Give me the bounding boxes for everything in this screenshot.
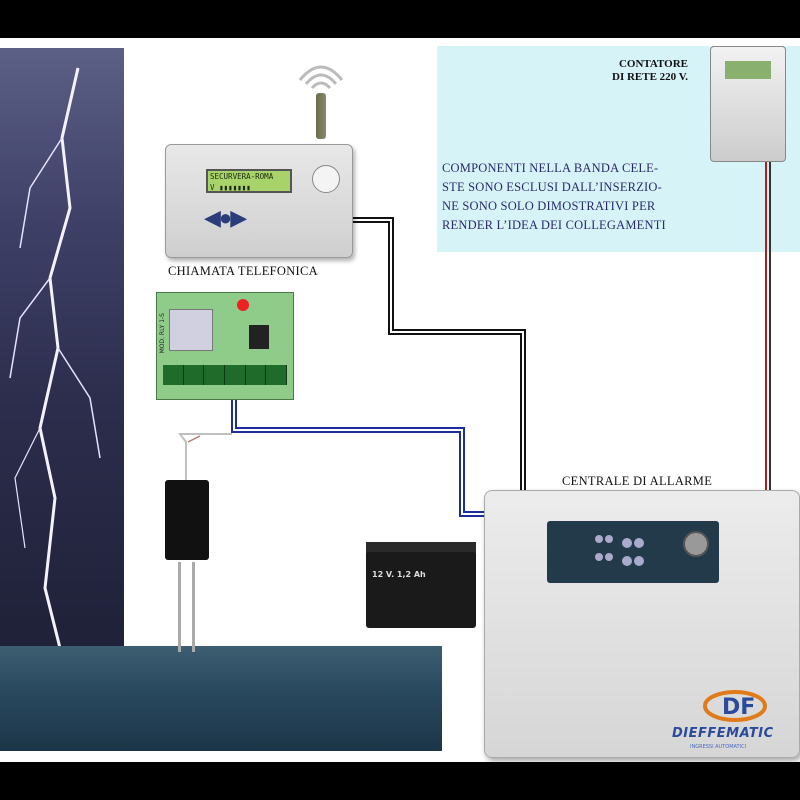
relay-terminals [163, 365, 288, 385]
phone-wire [351, 217, 526, 490]
relay-component-icon [169, 309, 213, 351]
dialer-buttons-icon: ◀●▶ [204, 205, 247, 230]
water-sensor [165, 480, 209, 560]
note-line: COMPONENTI NELLA BANDA CELE- [442, 161, 659, 175]
battery: 12 V. 1,2 Ah [366, 542, 476, 628]
relay-model-label: MOD. RLY 1-S [159, 313, 166, 354]
dialer-display-line2: V ▮▮▮▮▮▮▮ [210, 183, 251, 192]
battery-top [366, 542, 476, 552]
sensor-cable [178, 433, 232, 480]
meter-display [725, 61, 771, 79]
wiring-diagram [178, 65, 771, 517]
dialer-logo-icon [312, 165, 340, 193]
meter-caption: CONTATORE DI RETE 220 V. [612, 58, 688, 84]
panel-caption: CENTRALE DI ALLARME [562, 474, 713, 488]
alarm-control-panel [484, 490, 800, 758]
energy-meter [710, 46, 786, 162]
battery-label: 12 V. 1,2 Ah [372, 570, 426, 579]
meter-caption-line2: DI RETE 220 V. [612, 71, 689, 83]
panel-key-switch-icon [683, 531, 709, 557]
note-line: NE SONO SOLO DIMOSTRATIVI PER [442, 199, 656, 213]
lightning-sky-image [0, 48, 124, 649]
relay-led-icon [237, 299, 249, 311]
dialer-display: SECURVERA-ROMA V ▮▮▮▮▮▮▮ [206, 169, 292, 193]
brand-name: DIEFFEMATIC [672, 726, 774, 741]
note-line: STE SONO ESCLUSI DALL’INSERZIO- [442, 180, 662, 194]
meter-caption-line1: CONTATORE [618, 58, 689, 70]
brand-tagline: INGRESSI AUTOMATICI [690, 744, 747, 750]
diagram-canvas: SECURVERA-ROMA V ▮▮▮▮▮▮▮ ◀●▶ CHIAMATA TE… [0, 38, 800, 762]
brand-logo-icon: DF [703, 690, 767, 722]
sea-image [0, 646, 442, 751]
relay-wire [231, 398, 486, 517]
gsm-dialer-device: SECURVERA-ROMA V ▮▮▮▮▮▮▮ ◀●▶ [165, 144, 353, 258]
sensor-probe-left [178, 562, 181, 652]
signal-waves-icon [298, 65, 344, 81]
demonstrative-note: COMPONENTI NELLA BANDA CELE- STE SONO ES… [442, 159, 712, 235]
note-line: RENDER L’IDEA DEI COLLEGAMENTI [442, 218, 666, 232]
lightning-bolt-icon [9, 67, 101, 649]
antenna-icon [316, 93, 326, 139]
svg-text:DF: DF [722, 695, 755, 720]
relay-board: MOD. RLY 1-S [156, 292, 294, 400]
sensor-probe-right [192, 562, 195, 652]
phone-caption: CHIAMATA TELEFONICA [168, 264, 318, 278]
relay-chip-icon [249, 325, 269, 349]
dialer-display-line1: SECURVERA-ROMA [210, 172, 274, 181]
